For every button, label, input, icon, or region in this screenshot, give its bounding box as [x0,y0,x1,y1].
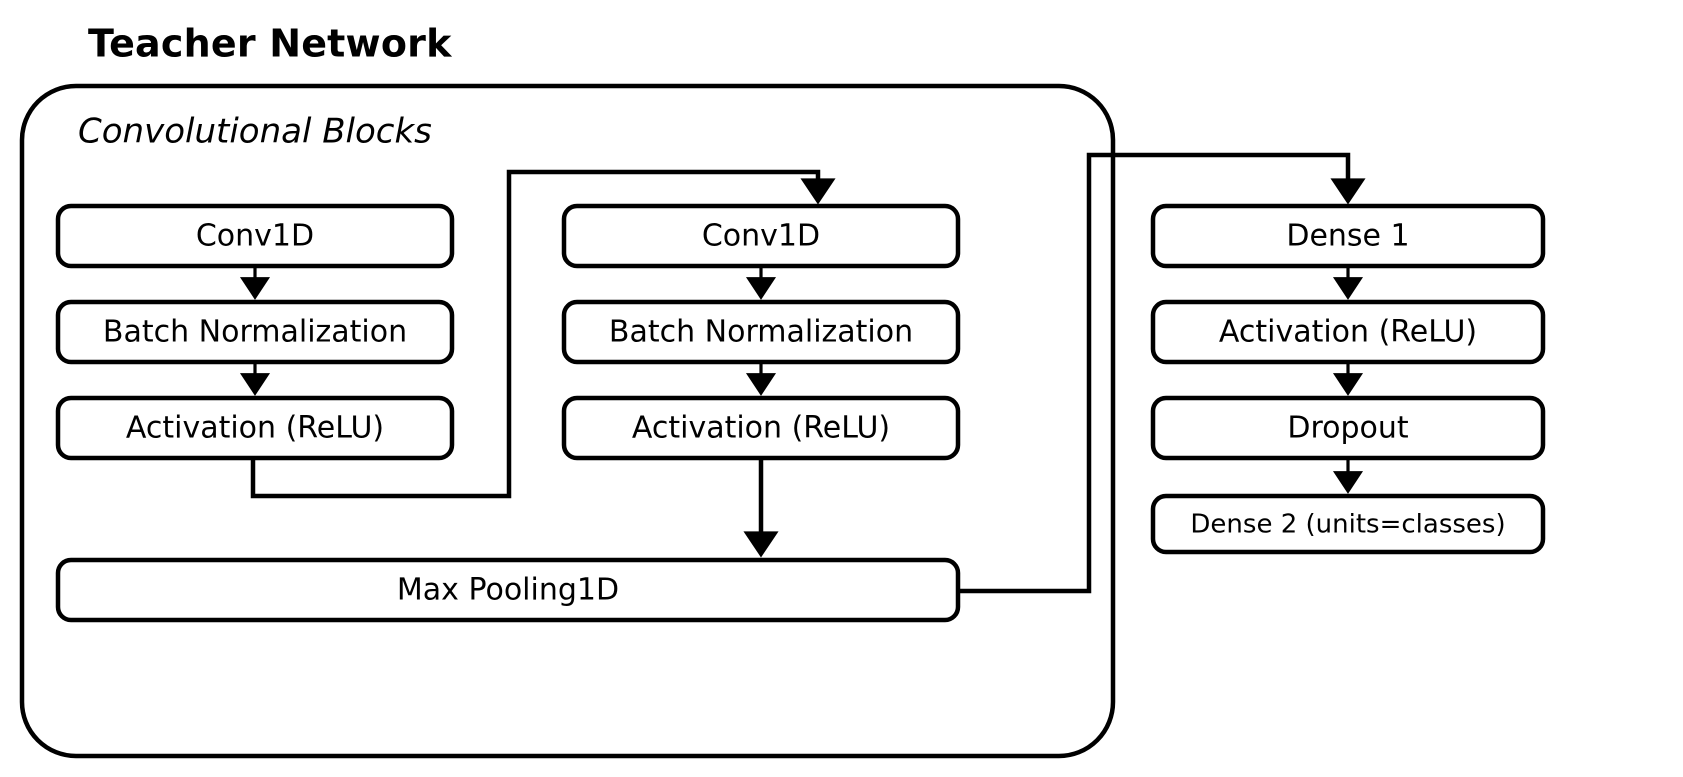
convolutional-blocks-label: Convolutional Blocks [78,112,432,152]
node-activation-b-label: Activation (ReLU) [632,411,890,446]
edge-maxpool-to-dense1 [958,152,1366,594]
classification-head: Dense 1 Activation (ReLU) Dropout Dense … [1150,203,1546,555]
convolutional-blocks-container [19,83,1116,759]
node-batchnorm-b-label: Batch Normalization [609,315,913,350]
node-dense1-label: Dense 1 [1286,219,1409,254]
node-maxpool-label: Max Pooling1D [397,573,619,608]
node-dense2[interactable] [1150,493,1546,555]
node-dense2-label: Dense 2 (units=classes) [1190,510,1505,540]
edge-activation-a-to-conv1d-b [250,169,836,499]
node-conv1d-b-label: Conv1D [702,219,820,254]
node-dropout-label: Dropout [1287,411,1409,446]
conv-block-1: Conv1D Batch Normalization Activation (R… [55,203,455,461]
node-activation-a-label: Activation (ReLU) [126,411,384,446]
node-conv1d-a-label: Conv1D [196,219,314,254]
page-title: Teacher Network [88,22,452,66]
node-batchnorm-a-label: Batch Normalization [103,315,407,350]
conv-block-2: Conv1D Batch Normalization Activation (R… [561,203,961,461]
node-activation-c-label: Activation (ReLU) [1219,315,1477,350]
